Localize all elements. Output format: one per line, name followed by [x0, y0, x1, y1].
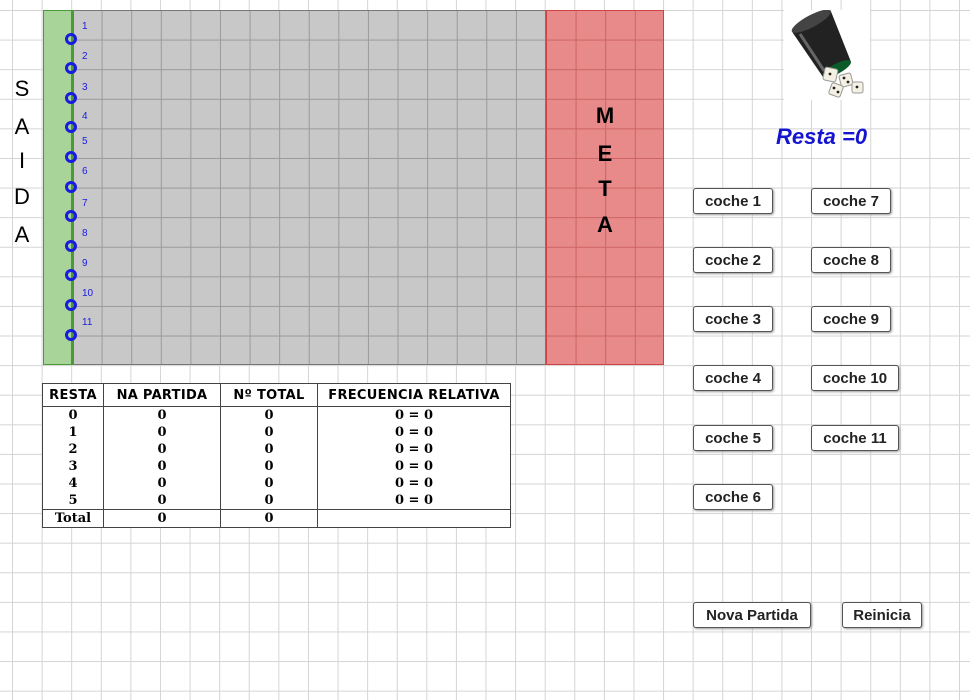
car-marker[interactable] [65, 62, 77, 74]
car-marker[interactable] [65, 92, 77, 104]
car-3-button[interactable]: coche 3 [693, 306, 773, 332]
car-2-button[interactable]: coche 2 [693, 247, 773, 273]
table-cell: 0 = 0 [317, 492, 511, 510]
car-8-button[interactable]: coche 8 [811, 247, 891, 273]
car-11-button[interactable]: coche 11 [811, 425, 899, 451]
table-row: 3 0 0 0 = 0 [42, 458, 511, 475]
car-number: 4 [82, 111, 88, 122]
resta-result: Resta =0 [776, 124, 868, 149]
table-cell: 1 [42, 424, 104, 441]
car-marker[interactable] [65, 299, 77, 311]
table-cell: 0 [220, 424, 318, 441]
race-track [72, 10, 546, 365]
start-letter: A [14, 222, 30, 247]
start-letter: A [14, 114, 30, 139]
car-1-button[interactable]: coche 1 [693, 188, 773, 214]
table-cell: 0 = 0 [317, 424, 511, 441]
car-number: 11 [82, 317, 93, 328]
car-4-button[interactable]: coche 4 [693, 365, 773, 391]
table-row: 4 0 0 0 = 0 [42, 475, 511, 492]
table-cell: Total [42, 509, 104, 528]
car-number: 5 [82, 136, 88, 147]
table-cell: 0 [103, 509, 221, 528]
car-number: 1 [82, 21, 88, 32]
car-marker[interactable] [65, 329, 77, 341]
table-cell: 0 [103, 406, 221, 424]
car-number: 9 [82, 258, 88, 269]
table-cell: 2 [42, 441, 104, 458]
car-number: 2 [82, 51, 88, 62]
car-marker[interactable] [65, 33, 77, 45]
table-cell: 5 [42, 492, 104, 510]
table-cell: 0 [220, 406, 318, 424]
car-9-button[interactable]: coche 9 [811, 306, 891, 332]
dice-cup-icon [791, 9, 864, 98]
car-7-button[interactable]: coche 7 [811, 188, 891, 214]
table-cell: 0 [103, 492, 221, 510]
table-row: 5 0 0 0 = 0 [42, 492, 511, 510]
table-cell: 0 = 0 [317, 475, 511, 492]
car-number: 6 [82, 166, 88, 177]
car-5-button[interactable]: coche 5 [693, 425, 773, 451]
car-number: 7 [82, 198, 88, 209]
finish-letter: T [598, 176, 612, 201]
stats-table-container: RESTA NA PARTIDA Nº TOTAL FRECUENCIA REL… [42, 383, 511, 528]
column-header: NA PARTIDA [103, 383, 221, 407]
table-cell: 0 [103, 424, 221, 441]
table-cell: 0 [103, 458, 221, 475]
finish-letter: A [597, 212, 613, 237]
car-marker[interactable] [65, 121, 77, 133]
finish-letter: M [595, 103, 615, 128]
reset-button[interactable]: Reinicia [842, 602, 922, 628]
new-game-button[interactable]: Nova Partida [693, 602, 811, 628]
table-cell: 0 = 0 [317, 406, 511, 424]
table-cell: 0 [103, 475, 221, 492]
table-total-row: Total 0 0 [42, 509, 511, 528]
car-marker[interactable] [65, 210, 77, 222]
finish-letter: E [597, 141, 613, 166]
table-cell: 0 [220, 492, 318, 510]
car-marker[interactable] [65, 240, 77, 252]
car-10-button[interactable]: coche 10 [811, 365, 899, 391]
car-marker[interactable] [65, 181, 77, 193]
car-number: 8 [82, 228, 88, 239]
column-header: FRECUENCIA RELATIVA [317, 383, 511, 407]
table-cell [317, 509, 511, 528]
column-header: RESTA [42, 383, 104, 407]
table-cell: 0 [220, 475, 318, 492]
column-header: Nº TOTAL [220, 383, 318, 407]
table-cell: 4 [42, 475, 104, 492]
car-marker[interactable] [65, 151, 77, 163]
car-6-button[interactable]: coche 6 [693, 484, 773, 510]
table-cell: 0 [220, 509, 318, 528]
finish-zone [546, 10, 664, 365]
table-row: 0 0 0 0 = 0 [42, 406, 511, 424]
table-cell: 3 [42, 458, 104, 475]
table-cell: 0 [220, 441, 318, 458]
table-cell: 0 [220, 458, 318, 475]
stats-table: RESTA NA PARTIDA Nº TOTAL FRECUENCIA REL… [42, 383, 511, 528]
car-marker[interactable] [65, 269, 77, 281]
table-row: 1 0 0 0 = 0 [42, 424, 511, 441]
table-cell: 0 = 0 [317, 441, 511, 458]
table-cell: 0 [42, 406, 104, 424]
car-number: 10 [82, 288, 94, 299]
table-cell: 0 = 0 [317, 458, 511, 475]
start-letter: I [18, 148, 26, 173]
table-row: 2 0 0 0 = 0 [42, 441, 511, 458]
start-letter: D [14, 184, 30, 209]
car-number: 3 [82, 82, 88, 93]
table-header-row: RESTA NA PARTIDA Nº TOTAL FRECUENCIA REL… [42, 383, 511, 407]
table-cell: 0 [103, 441, 221, 458]
dice-cup-image [784, 9, 870, 100]
start-letter: S [14, 76, 30, 101]
